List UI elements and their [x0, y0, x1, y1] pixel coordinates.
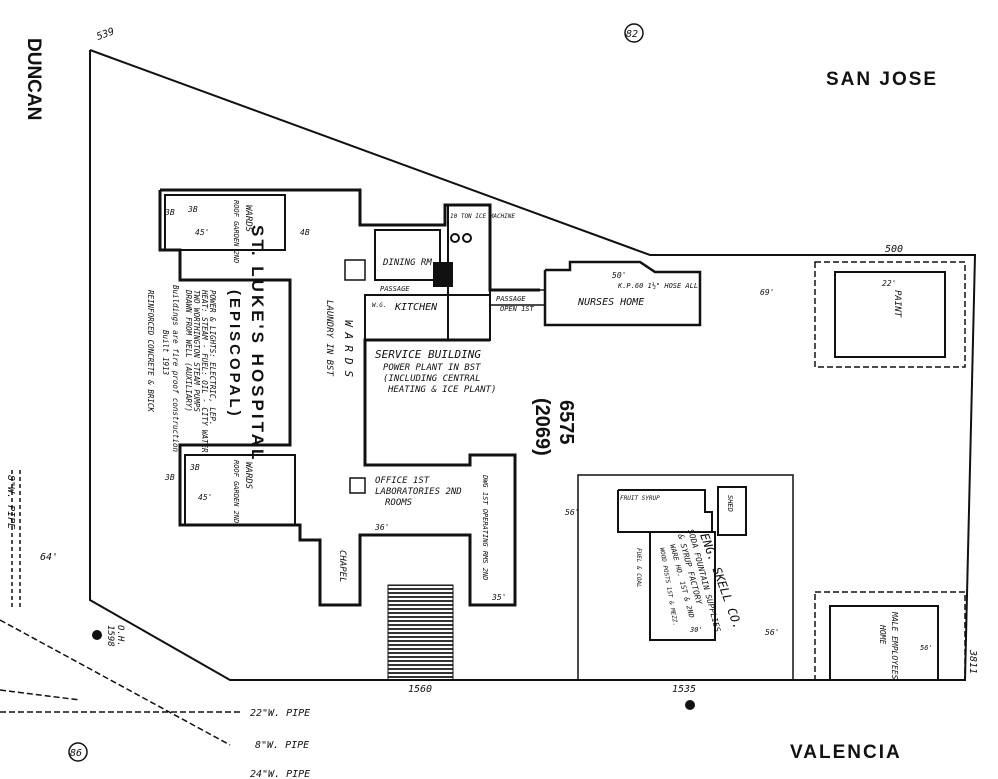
address: 539 — [95, 26, 116, 43]
dimension: 22' — [882, 279, 896, 288]
hospital-name: ST. LUKE'S HOSPITAL — [248, 225, 267, 462]
sheet-ref-circle — [624, 23, 644, 43]
dimension: 30' — [689, 626, 703, 634]
wards-label: WARDS — [243, 462, 253, 490]
block-number: 6575 — [555, 400, 577, 445]
operating-label: DWG 1ST OPERATING RMS 2ND — [481, 474, 489, 580]
story-count: 3B — [189, 463, 200, 472]
address: 3811 — [967, 649, 978, 674]
hydrant-marker — [685, 700, 695, 710]
address: 1560 — [408, 684, 432, 695]
wards-label: WARDS — [243, 205, 253, 233]
note: POWER & LIGHTS: ELECTRIC, LEP. — [208, 290, 217, 425]
roof-garden-label: ROOF GARDEN 2ND — [232, 200, 240, 263]
wg-label: W.G. — [372, 302, 386, 309]
note: Built 1913 — [161, 330, 170, 376]
pipe-label: 8"W. PIPE — [255, 740, 309, 751]
address-note: O.H. — [115, 625, 125, 647]
chapel-label: CHAPEL — [337, 550, 347, 583]
labs-label: LABORATORIES 2ND — [375, 487, 462, 497]
wards-center-label: WARDS — [342, 320, 355, 383]
passage — [490, 289, 545, 306]
shed — [717, 486, 747, 536]
street-san-jose: SAN JOSE — [826, 69, 938, 90]
rooms-label: ROOMS — [385, 498, 413, 508]
kitchen-label: KITCHEN — [394, 302, 438, 313]
hospital-denomination: (EPISCOPAL) — [226, 290, 243, 419]
address: 1598 — [105, 625, 115, 647]
dimension: 35' — [491, 593, 506, 602]
dimension: 36' — [374, 523, 389, 532]
address: 500 — [885, 244, 903, 255]
ice-machine-label: 10 TON ICE MACHINE — [450, 213, 515, 220]
nurses-home — [543, 260, 702, 327]
skell-labels: ENG. SKELL CO. SODA FOUNTAIN SUPPLIES & … — [620, 495, 745, 634]
dimension: 56' — [920, 644, 933, 652]
service-note: (INCLUDING CENTRAL — [383, 374, 481, 384]
employees-label: HOME — [878, 624, 887, 644]
pipe-label: 8"W. PIPE — [5, 475, 16, 529]
employees-building — [829, 605, 939, 681]
fruit-syrup-label: FRUIT SYRUP — [620, 495, 660, 502]
pipe-label: 22"W. PIPE — [250, 708, 310, 719]
laundry-label: LAUNDRY IN BST — [324, 300, 334, 376]
service-note: HEATING & ICE PLANT) — [387, 385, 496, 395]
note: DRAWN FROM WELL (AUXILIARY) — [184, 289, 193, 412]
note: TWO WORTHINGTON STEAM PUMPS — [192, 290, 201, 412]
hose-note: K.P.60 1½" HOSE ALL — [617, 282, 698, 290]
block-sub-number: (2069) — [531, 398, 553, 456]
dimension: 56' — [765, 628, 779, 637]
note: REINFORCED CONCRETE & BRICK — [146, 290, 155, 412]
service-note: POWER PLANT IN BST — [383, 363, 481, 373]
street-valencia: VALENCIA — [790, 742, 902, 763]
passage-label: PASSAGE — [496, 295, 526, 303]
service-building-label: SERVICE BUILDING — [375, 348, 481, 361]
skell-lot — [577, 474, 794, 681]
note: Buildings are fire proof construction — [171, 285, 180, 453]
hydrant-marker — [92, 630, 102, 640]
address: 1535 — [672, 684, 696, 695]
water-pipes — [0, 619, 240, 746]
pipe-label: 24"W. PIPE — [250, 769, 310, 779]
employees-outline — [814, 591, 966, 681]
fuel-label: FUEL & COAL — [635, 548, 642, 588]
sheet-ref-top: 82 — [626, 29, 638, 40]
dimension: 69' — [760, 288, 774, 297]
dimension: 45' — [195, 228, 209, 237]
sheet-ref-bottom: 86 — [70, 748, 82, 759]
story-count: 3B — [187, 205, 198, 214]
passage-label: OPEN 1ST — [500, 305, 535, 313]
dimension: 56' — [565, 508, 579, 517]
skell-building — [617, 489, 716, 641]
office-label: OFFICE 1ST — [375, 476, 430, 486]
paint-shed-outline — [814, 261, 966, 368]
dimension: 50' — [612, 271, 626, 280]
roof-garden-label: ROOF GARDEN 2ND — [232, 460, 240, 523]
dining-room-label: DINING RM — [382, 258, 432, 268]
hospital-notes: POWER & LIGHTS: ELECTRIC, LEP. HEAT: STE… — [146, 285, 217, 453]
story-count: 4B — [300, 228, 310, 237]
dimension: 45' — [198, 493, 212, 502]
note: HEAT: STEAM - FUEL: OIL - CITY WATER — [200, 289, 209, 453]
paint-building — [834, 271, 946, 358]
pipe-label: 64' — [40, 552, 58, 563]
nurses-home-label: NURSES HOME — [577, 297, 644, 308]
story-count: 3B — [164, 473, 175, 482]
block-outline — [89, 49, 977, 681]
sheet-ref-circle — [68, 742, 88, 762]
passage-label: PASSAGE — [380, 285, 410, 293]
employees-label: MALE EMPLOYEES — [890, 611, 899, 680]
street-duncan: DUNCAN — [23, 38, 44, 120]
paint-label: PAINT — [892, 290, 902, 318]
shed-label: SHED — [726, 495, 734, 512]
pipe-vertical — [11, 470, 21, 610]
story-count: 3B — [164, 208, 175, 217]
hospital-building — [158, 188, 540, 681]
